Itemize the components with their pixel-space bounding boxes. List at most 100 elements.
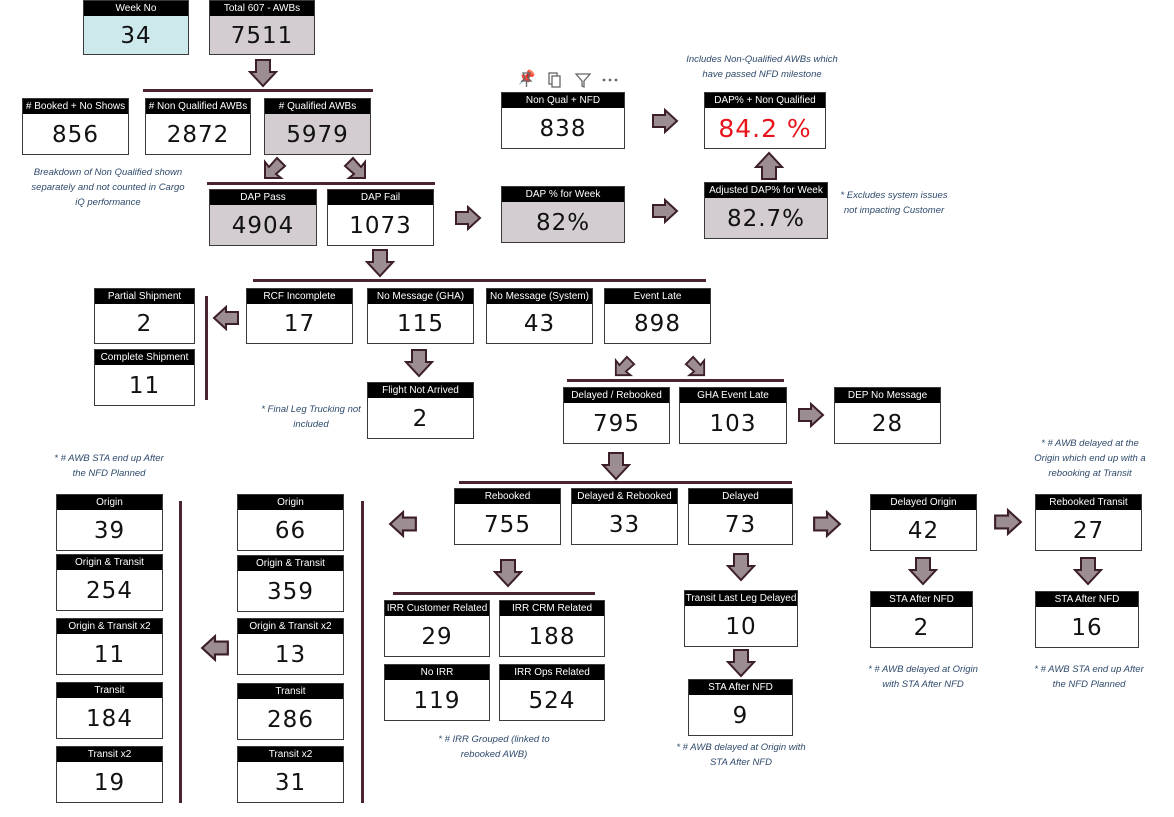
arrow-down-icon — [601, 452, 631, 481]
booked-no-shows-card: # Booked + No Shows 856 — [22, 98, 129, 155]
qualified-value: 5979 — [286, 122, 349, 148]
note-non-qualified-nfd: Includes Non-Qualified AWBs which have p… — [686, 54, 838, 80]
left-transit-label: Transit — [57, 683, 162, 698]
complete-shipment-label: Complete Shipment — [95, 350, 194, 365]
divider-event-late — [567, 379, 784, 382]
flight-not-arrived-label: Flight Not Arrived — [368, 383, 473, 398]
dap-pass-card: DAP Pass 4904 — [209, 189, 317, 246]
no-irr-value: 119 — [413, 688, 461, 714]
note-final-leg: * Final Leg Trucking not included — [261, 404, 361, 430]
rebooked-transit-value: 27 — [1072, 518, 1105, 544]
dap-week-label: DAP % for Week — [502, 187, 624, 202]
irr-crm-label: IRR CRM Related — [500, 601, 604, 616]
pin-icon[interactable] — [520, 72, 533, 87]
total-awbs-value: 7511 — [230, 23, 294, 49]
divider-irr — [393, 592, 595, 595]
arrow-down-icon — [908, 557, 938, 586]
no-message-system-card: No Message (System) 43 — [486, 288, 593, 344]
filter-icon[interactable] — [574, 73, 592, 89]
non-qual-nfd-value: 838 — [539, 116, 587, 142]
mid-origin-card: Origin 66 — [237, 494, 344, 551]
mid-transit-x2-label: Transit x2 — [238, 747, 343, 762]
no-message-system-value: 43 — [523, 311, 556, 337]
arrow-down-icon — [365, 249, 395, 278]
booked-no-shows-value: 856 — [52, 122, 99, 148]
partial-shipment-card: Partial Shipment 2 — [94, 288, 195, 344]
dap-non-qualified-label: DAP% + Non Qualified — [705, 93, 825, 108]
left-transit-value: 184 — [86, 706, 133, 732]
irr-ops-label: IRR Ops Related — [500, 665, 604, 680]
event-late-value: 898 — [634, 311, 681, 337]
no-message-gha-label: No Message (GHA) — [368, 289, 473, 304]
non-qualified-label: # Non Qualified AWBs — [146, 99, 250, 114]
delayed-and-rebooked-label: Delayed & Rebooked — [572, 489, 677, 504]
delayed-origin-label: Delayed Origin — [871, 495, 976, 510]
rcf-incomplete-label: RCF Incomplete — [247, 289, 352, 304]
note-awb-delayed-origin-sta: * # AWB delayed at Origin with STA After… — [868, 664, 978, 690]
gha-event-late-value: 103 — [709, 411, 757, 437]
mid-origin-transit-x2-card: Origin & Transit x2 13 — [237, 618, 344, 675]
flight-not-arrived-card: Flight Not Arrived 2 — [367, 382, 474, 439]
irr-crm-card: IRR CRM Related 188 — [499, 600, 605, 657]
mid-origin-transit-value: 359 — [267, 579, 314, 605]
arrow-up-icon — [754, 151, 784, 180]
dep-no-message-label: DEP No Message — [835, 388, 940, 403]
sta-after-nfd-origin-label: STA After NFD — [871, 592, 972, 607]
divider-delayed-rebooked — [459, 481, 792, 484]
arrow-down-icon — [1073, 557, 1103, 586]
note-awb-sta-left: * # AWB STA end up After the NFD Planned — [54, 453, 164, 479]
note-breakdown: Breakdown of Non Qualified shown separat… — [31, 167, 185, 208]
left-origin-label: Origin — [57, 495, 162, 510]
mid-origin-label: Origin — [238, 495, 343, 510]
sta-after-nfd-transit-card: STA After NFD 16 — [1035, 591, 1139, 648]
more-icon[interactable] — [602, 78, 618, 82]
irr-crm-value: 188 — [528, 624, 576, 650]
rcf-incomplete-value: 17 — [283, 311, 316, 337]
qualified-card: # Qualified AWBs 5979 — [264, 98, 371, 155]
dap-week-value: 82% — [535, 210, 591, 236]
arrow-left-icon — [212, 305, 239, 331]
dap-non-qualified-card: DAP% + Non Qualified 84.2 % — [704, 92, 826, 149]
pin-icon[interactable]: 📌 — [518, 70, 542, 86]
left-origin-transit-label: Origin & Transit — [57, 555, 162, 570]
arrow-down-icon — [726, 553, 756, 582]
rebooked-transit-label: Rebooked Transit — [1036, 495, 1141, 510]
adjusted-dap-card: Adjusted DAP% for Week 82.7% — [704, 182, 828, 239]
note-excludes-system: * Excludes system issues not impacting C… — [840, 190, 948, 216]
rebooked-value: 755 — [484, 512, 531, 538]
arrow-right-icon — [455, 205, 482, 231]
arrow-right-icon — [994, 508, 1023, 536]
complete-shipment-card: Complete Shipment 11 — [94, 349, 195, 406]
irr-customer-label: IRR Customer Related — [385, 601, 489, 616]
divider-shipment — [205, 296, 208, 400]
total-awbs-card: Total 607 - AWBs 7511 — [209, 0, 315, 55]
no-irr-card: No IRR 119 — [384, 664, 490, 721]
qualified-label: # Qualified AWBs — [265, 99, 370, 114]
rebooked-transit-card: Rebooked Transit 27 — [1035, 494, 1142, 551]
mid-origin-transit-label: Origin & Transit — [238, 556, 343, 571]
left-origin-transit-x2-label: Origin & Transit x2 — [57, 619, 162, 634]
booked-no-shows-label: # Booked + No Shows — [23, 99, 128, 114]
transit-last-leg-delayed-value: 10 — [725, 614, 757, 640]
note-awb-sta-right: * # AWB STA end up After the NFD Planned — [1034, 664, 1144, 690]
dap-pass-label: DAP Pass — [210, 190, 316, 205]
no-message-system-label: No Message (System) — [487, 289, 592, 304]
delayed-rebooked-top-value: 795 — [593, 411, 640, 437]
left-transit-x2-label: Transit x2 — [57, 747, 162, 762]
delayed-value: 73 — [724, 512, 757, 538]
left-transit-card: Transit 184 — [56, 682, 163, 739]
mid-transit-x2-value: 31 — [274, 770, 307, 796]
irr-customer-value: 29 — [421, 624, 453, 650]
copy-icon[interactable] — [548, 72, 561, 88]
sta-after-nfd-delayed-label: STA After NFD — [689, 680, 792, 695]
left-transit-x2-card: Transit x2 19 — [56, 746, 163, 803]
adjusted-dap-label: Adjusted DAP% for Week — [705, 183, 827, 198]
adjusted-dap-value: 82.7% — [726, 206, 806, 232]
dap-week-card: DAP % for Week 82% — [501, 186, 625, 243]
delayed-origin-card: Delayed Origin 42 — [870, 494, 977, 551]
week-no-card: Week No 34 — [83, 0, 189, 55]
left-origin-card: Origin 39 — [56, 494, 163, 551]
arrow-down-icon — [726, 649, 756, 678]
divider-top — [143, 89, 373, 92]
mid-transit-card: Transit 286 — [237, 683, 344, 740]
